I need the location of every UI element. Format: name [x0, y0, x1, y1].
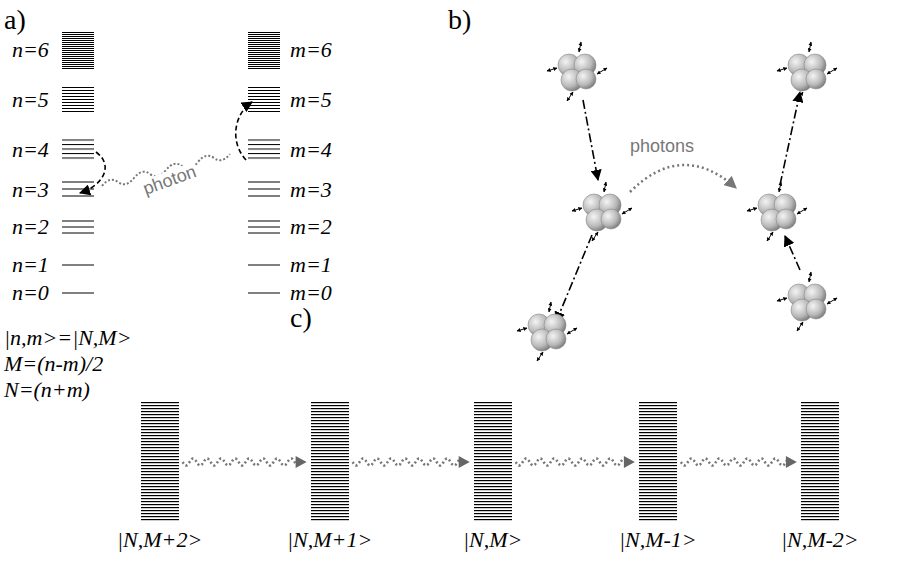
photons-arc: [630, 165, 736, 192]
panel-letter: c): [290, 304, 312, 332]
level-label: n=5: [12, 89, 49, 111]
state-label: |N,M+2>: [117, 528, 202, 552]
level-label: n=6: [12, 39, 49, 61]
level-band: |N,M-1>: [619, 402, 697, 552]
panel-letter: b): [448, 6, 471, 34]
level-label: m=5: [290, 89, 332, 111]
photon-arrow: [681, 456, 797, 468]
transition-arrow: [80, 152, 105, 193]
level-label: m=4: [290, 139, 332, 161]
level-band: |N,M+2>: [117, 402, 202, 552]
definition: M=(n-m)/2: [4, 353, 103, 375]
level-label: n=1: [12, 254, 49, 276]
photons-label: photons: [630, 137, 694, 155]
level-band: |N,M>: [463, 402, 522, 552]
photon-arrow: [183, 456, 307, 468]
photon-arrow: [516, 456, 635, 468]
level-band: |N,M+1>: [287, 402, 372, 552]
state-label: |N,M>: [463, 528, 522, 552]
panel-letter: a): [4, 6, 26, 34]
definition: N=(n+m): [4, 379, 90, 401]
level-label: n=2: [12, 216, 49, 238]
level-label: m=3: [290, 179, 332, 201]
band-lines: [311, 402, 349, 522]
state-label: |N,M+1>: [287, 528, 372, 552]
level-label: n=4: [12, 139, 49, 161]
photon-label: photon: [139, 161, 201, 198]
level-label: m=1: [290, 254, 332, 276]
level-label: m=2: [290, 216, 332, 238]
energy-ladder-n: [62, 32, 94, 293]
band-lines: [474, 402, 512, 522]
transition-arrow: [236, 102, 252, 160]
definition: |n,m>=|N,M>: [4, 327, 132, 349]
energy-ladder-m: [248, 32, 280, 293]
molecules: [517, 42, 837, 361]
level-label: n=0: [12, 282, 49, 304]
band-lines: [141, 402, 179, 522]
state-label: |N,M-2>: [781, 528, 859, 552]
level-label: m=0: [290, 282, 332, 304]
photon-arrow: [353, 456, 470, 468]
band-lines: [639, 402, 677, 522]
band-lines: [801, 402, 839, 522]
level-label: m=6: [290, 39, 332, 61]
level-band: |N,M-2>: [781, 402, 859, 552]
level-label: n=3: [12, 179, 49, 201]
state-label: |N,M-1>: [619, 528, 697, 552]
